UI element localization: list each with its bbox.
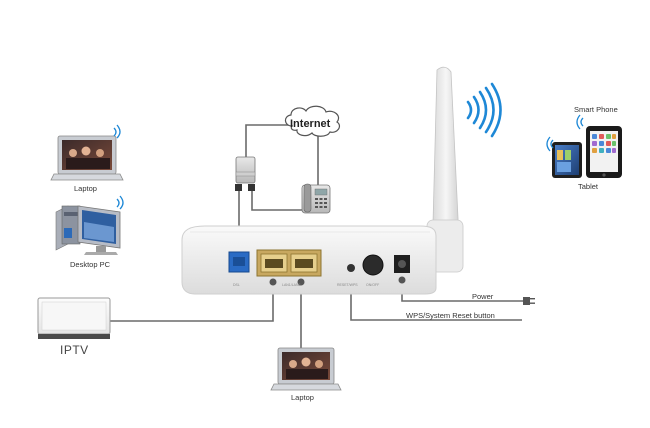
router	[181, 225, 437, 295]
laptop-left-label: Laptop	[74, 184, 97, 193]
wifi-icon	[116, 195, 124, 210]
internet-to-splitter-cable	[245, 124, 292, 157]
telephone	[301, 183, 331, 214]
lan-to-iptv-cable	[110, 282, 274, 322]
iptv-label: IPTV	[60, 343, 89, 357]
dsl-port-label: DSL	[233, 283, 240, 287]
reset-wps-port-label: RESET/WPS	[337, 283, 358, 287]
tablet-label: Tablet	[578, 182, 599, 191]
splitter	[235, 156, 256, 191]
onoff-port-label: ON/OFF	[366, 283, 380, 287]
splitter-to-phone-cable	[251, 190, 302, 211]
iptv-tv	[37, 297, 111, 339]
dsl-port	[228, 251, 250, 273]
wifi-icon	[113, 124, 121, 139]
laptop-bottom	[270, 347, 342, 391]
internet-cloud	[284, 105, 341, 137]
wifi-icon	[546, 114, 584, 152]
lan-port-label: LAN1/LAN2	[282, 283, 301, 287]
internet-label: Internet	[290, 118, 331, 130]
power-switch	[362, 254, 384, 276]
power-label: Power	[472, 292, 494, 301]
desktop-pc	[55, 195, 124, 255]
power-plug	[523, 297, 535, 305]
mobile-devices	[546, 114, 622, 178]
wifi-signal-icon	[466, 82, 502, 138]
laptop-left	[50, 124, 124, 181]
smart-phone-label: Smart Phone	[574, 105, 618, 114]
desktop-pc-label: Desktop PC	[70, 260, 111, 269]
lan-ports	[256, 249, 322, 277]
reset-wps-button	[347, 264, 355, 272]
wps-reset-label: WPS/System Reset button	[406, 311, 495, 320]
laptop-bottom-label: Laptop	[291, 393, 314, 402]
power-jack	[394, 255, 410, 273]
